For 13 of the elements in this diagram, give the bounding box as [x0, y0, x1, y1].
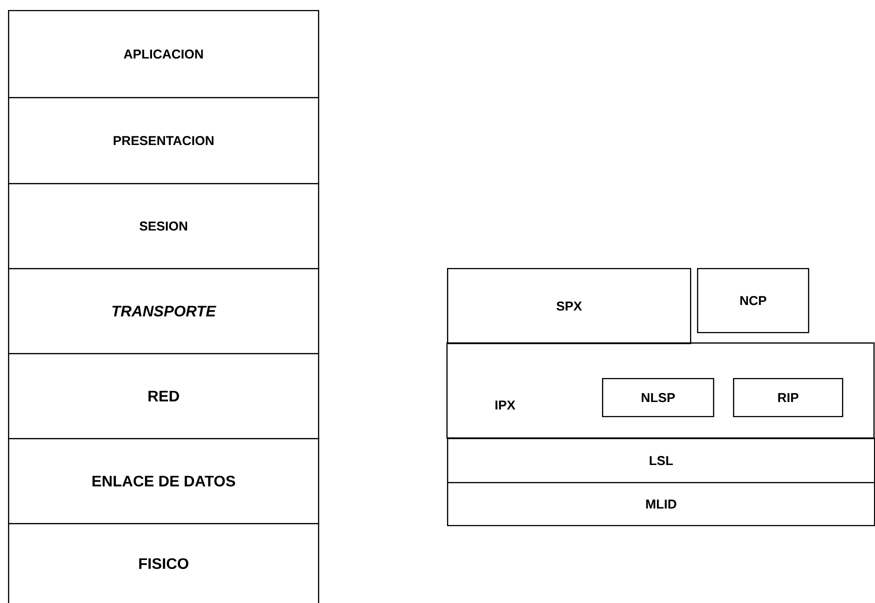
- layer-box: FISICO: [8, 523, 320, 603]
- protocol-box: MLID: [447, 482, 875, 526]
- layer-box: RED: [8, 353, 320, 440]
- layer-box: TRANSPORTE: [8, 268, 320, 354]
- layer-box: SESION: [8, 183, 320, 270]
- protocol-box: NCP: [697, 268, 810, 334]
- protocol-box: LSL: [447, 438, 875, 484]
- protocol-box: RIP: [733, 378, 844, 418]
- layer-box: PRESENTACION: [8, 97, 320, 184]
- protocol-box: SPX: [447, 268, 692, 344]
- protocol-box: NLSP: [602, 378, 714, 418]
- layer-box: ENLACE DE DATOS: [8, 438, 320, 524]
- layer-box: APLICACION: [8, 10, 320, 98]
